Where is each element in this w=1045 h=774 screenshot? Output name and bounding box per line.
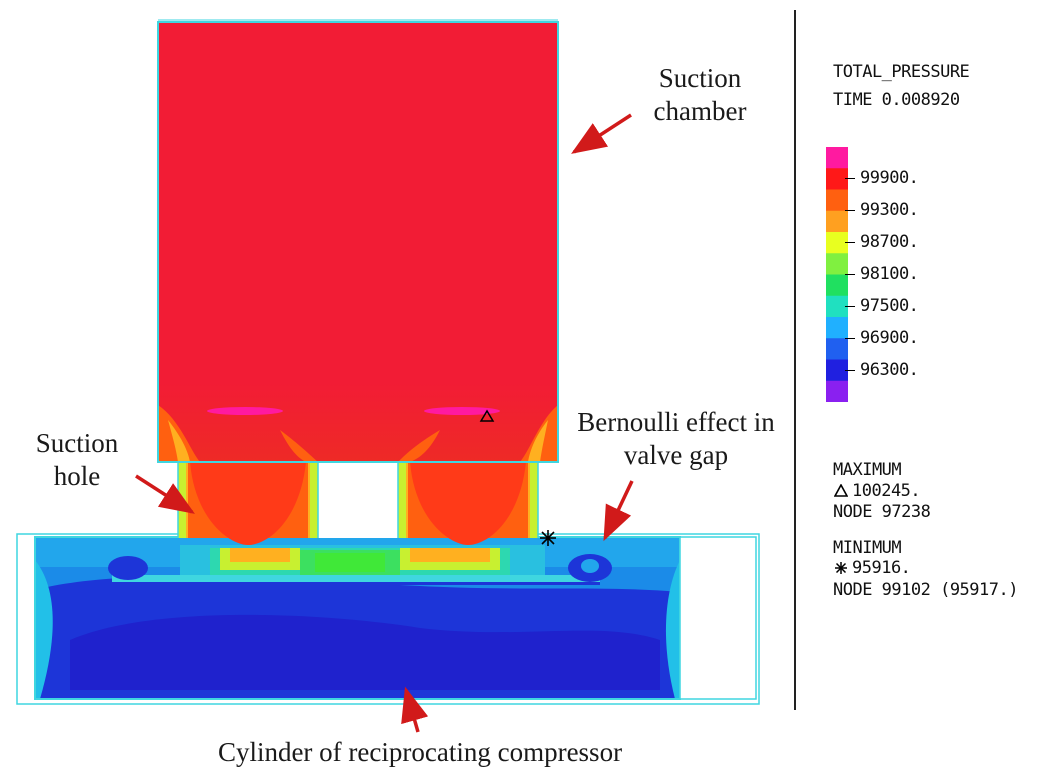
color-scale-band <box>826 168 848 190</box>
color-scale-band <box>826 232 848 254</box>
color-scale-band <box>826 359 848 382</box>
arrow-suction-chamber <box>571 113 632 154</box>
label-suction-chamber: Suction chamber <box>630 62 770 128</box>
color-scale-band <box>826 147 848 169</box>
label-suction-chamber-line2: chamber <box>653 96 747 126</box>
label-cylinder: Cylinder of reciprocating compressor <box>217 737 623 767</box>
maximum-value: 100245. <box>852 481 921 501</box>
minimum-value: 95916. <box>852 558 911 578</box>
legend-time: TIME 0.008920 <box>833 90 960 110</box>
color-scale-bar <box>826 147 848 402</box>
scale-label: 99300. <box>860 200 919 220</box>
scale-tick <box>845 274 855 275</box>
minimum-label: MINIMUM <box>833 538 902 558</box>
label-suction-chamber-line1: Suction <box>658 63 742 93</box>
label-bernoulli: Bernoulli effect in valve gap <box>556 406 796 472</box>
panel-divider <box>794 10 796 710</box>
label-suction-hole: Suction hole <box>22 427 132 493</box>
color-scale-band <box>826 253 848 275</box>
color-scale-band <box>826 380 848 402</box>
scale-label: 98700. <box>860 232 919 252</box>
maximum-label: MAXIMUM <box>833 460 902 480</box>
legend-quantity: TOTAL_PRESSURE <box>833 62 970 82</box>
asterisk-icon <box>540 530 556 546</box>
arrow-suction-hole <box>135 474 195 514</box>
scale-tick <box>845 242 855 243</box>
minimum-node: NODE 99102 (95917.) <box>833 580 1018 600</box>
scale-label: 98100. <box>860 264 919 284</box>
color-scale-band <box>826 274 848 297</box>
scale-tick <box>845 338 855 339</box>
scale-label: 99900. <box>860 168 919 188</box>
triangle-icon <box>479 409 495 422</box>
scale-label: 96300. <box>860 360 919 380</box>
scale-tick <box>845 178 855 179</box>
scale-tick <box>845 306 855 307</box>
label-suction-hole-line2: hole <box>53 461 101 491</box>
scale-tick <box>845 370 855 371</box>
suction-chamber <box>157 19 559 463</box>
label-bernoulli-line1: Bernoulli effect in <box>577 407 775 437</box>
triangle-icon <box>834 484 848 497</box>
scale-label: 96900. <box>860 328 919 348</box>
arrow-bernoulli <box>603 480 634 542</box>
arrow-cylinder <box>401 686 429 733</box>
color-scale-band <box>826 338 848 360</box>
scale-label: 97500. <box>860 296 919 316</box>
color-scale-band <box>826 210 848 233</box>
suction-holes <box>177 462 539 545</box>
asterisk-icon <box>835 562 847 574</box>
color-scale-band <box>826 295 848 318</box>
color-scale-band <box>826 189 848 212</box>
label-bernoulli-line2: valve gap <box>623 440 729 470</box>
scale-tick <box>845 210 855 211</box>
maximum-node: NODE 97238 <box>833 502 931 522</box>
color-scale-band <box>826 317 848 339</box>
cylinder-domain <box>16 533 760 705</box>
label-suction-hole-line1: Suction <box>35 428 119 458</box>
